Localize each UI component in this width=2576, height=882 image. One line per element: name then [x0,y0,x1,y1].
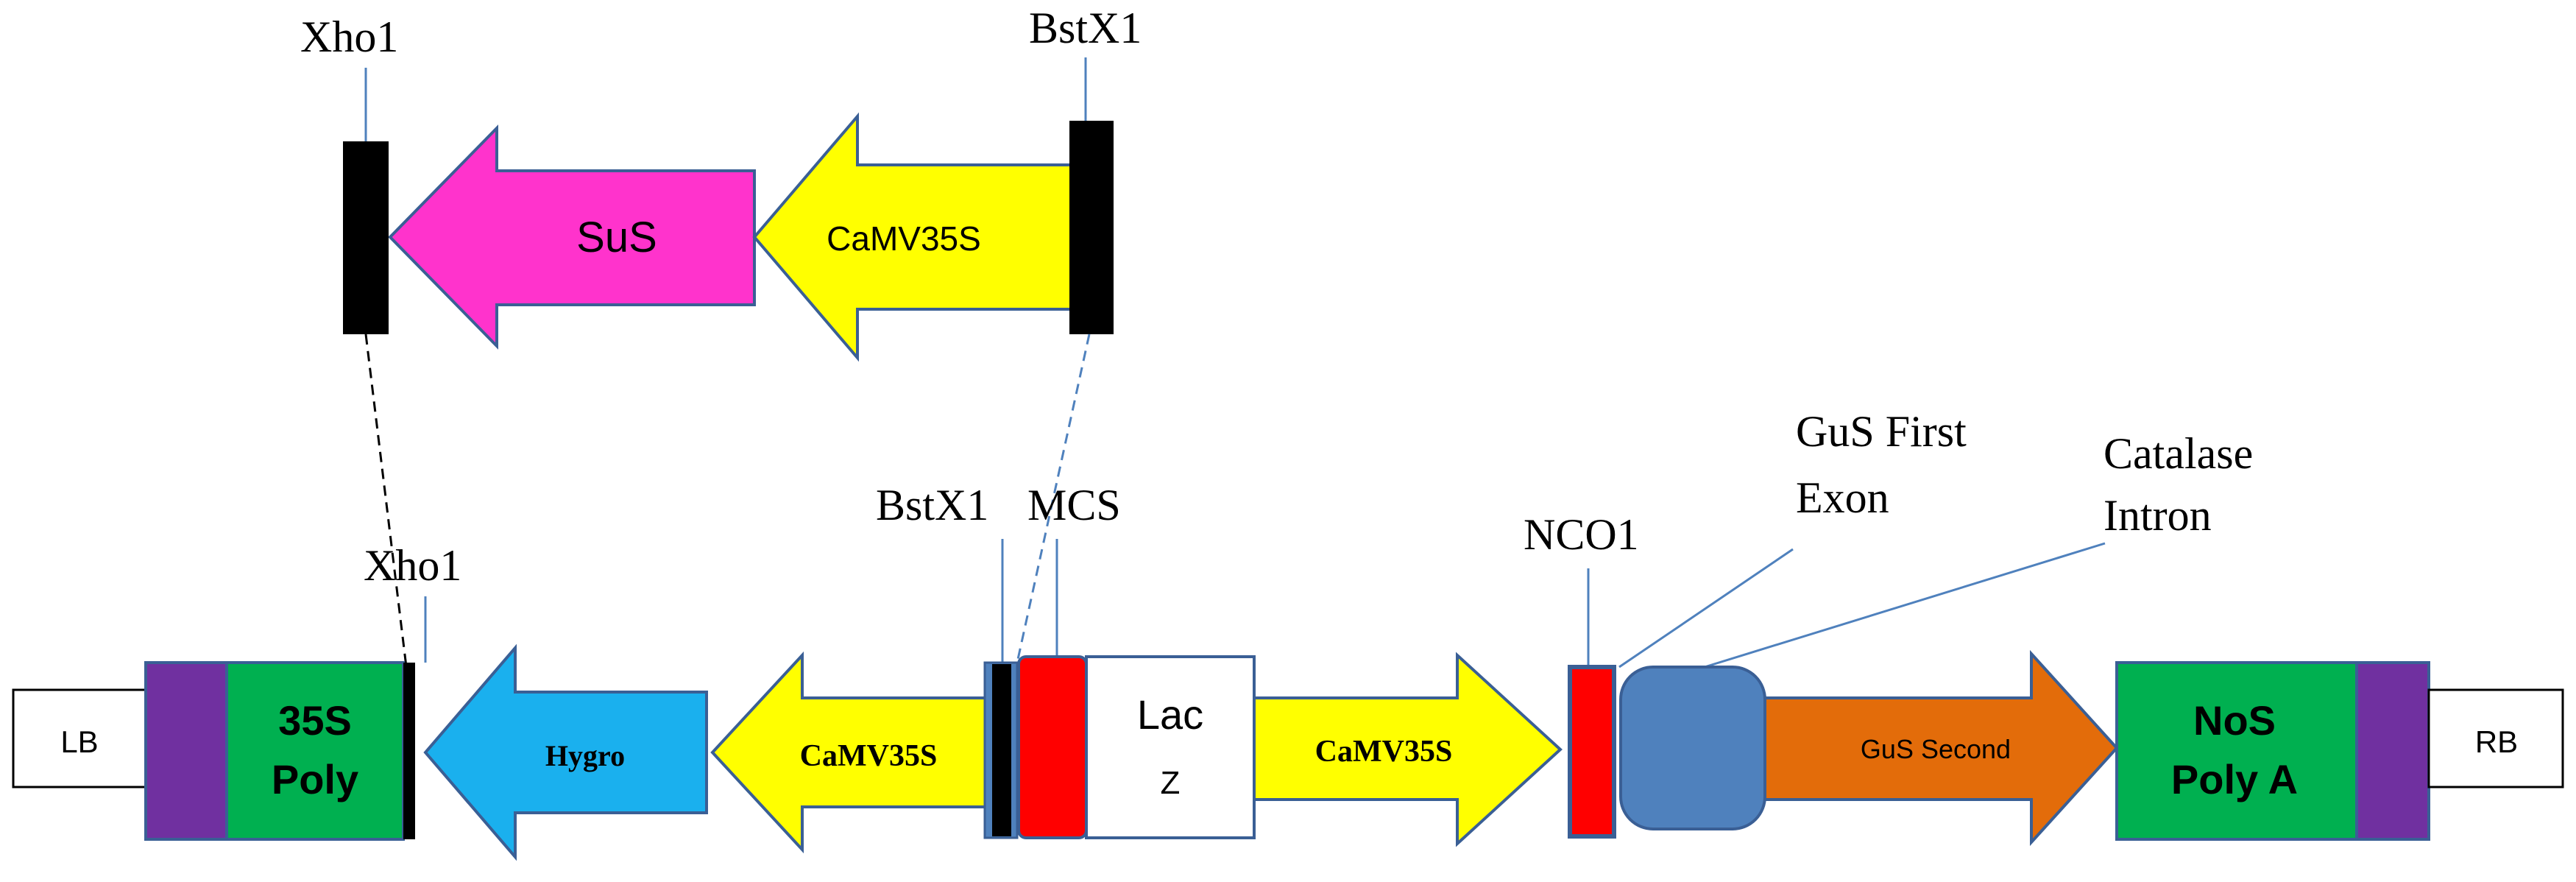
poly35s-label-line2: Poly [272,756,358,802]
insert-bstx1-block [1069,121,1114,334]
gus-second-arrow [1763,649,2119,847]
lacz-label-line1: Lac [1137,691,1203,738]
lacz-box [1085,655,1256,839]
nos-purple-segment [2355,661,2430,841]
gus-second-label: GuS Second [1861,734,2011,764]
sus-label: SuS [576,214,657,261]
mcs-block [1017,655,1088,839]
catalase-label-line1: Catalase [2103,429,2253,478]
nos-green-segment [2115,661,2358,841]
vector-xho1-block [403,663,415,839]
insert-xho1-block [343,141,389,334]
gus-first-pointer [1618,548,1794,668]
gus-first-label-line1: GuS First [1796,407,1967,456]
lacz-label-line2: Z [1161,765,1181,801]
catalase-label-line2: Intron [2103,491,2212,540]
vector-nco1-label: NCO1 [1524,510,1639,559]
lb-border-box [12,688,147,788]
nos-label-line1: NoS [2193,697,2276,744]
rb-border-box [2427,688,2564,788]
poly35s-purple-segment [144,661,228,841]
sus-arrow [388,124,756,350]
xho1-connector-line [364,334,409,680]
insert-camv35s-label: CaMV35S [827,219,981,258]
lb-label: LB [60,724,98,759]
insert-xho1-label: Xho1 [300,13,398,61]
vector-camv35s-right-label: CaMV35S [1315,735,1453,769]
nco1-block [1568,665,1616,839]
hygro-arrow [423,643,708,861]
vector-bstx1-block [992,664,1011,836]
vector-xho1-label: Xho1 [364,541,461,590]
gus-first-label-line2: Exon [1796,473,1889,522]
poly35s-green-segment [225,661,405,841]
vector-mcs-label: MCS [1027,481,1121,529]
hygro-label: Hygro [545,739,625,772]
vector-backbone: LB 35S Poly Xho1 Hygro CaMV35S BstX1 MCS… [12,407,2564,861]
catalase-pointer [1704,542,2106,668]
insert-bstx1-label: BstX1 [1029,4,1142,52]
nos-label-line2: Poly A [2171,756,2298,802]
bstx1-connector-line [1016,334,1091,663]
vector-camv35s-right-arrow [1253,652,1563,847]
poly35s-label-line1: 35S [278,697,352,744]
vector-camv35s-left-label: CaMV35S [800,739,938,773]
gus-first-exon-box [1619,666,1766,830]
insert-cassette: Xho1 BstX1 SuS CaMV35S [300,4,1142,362]
vector-bstx1-label: BstX1 [876,481,988,529]
rb-label: RB [2475,724,2518,759]
